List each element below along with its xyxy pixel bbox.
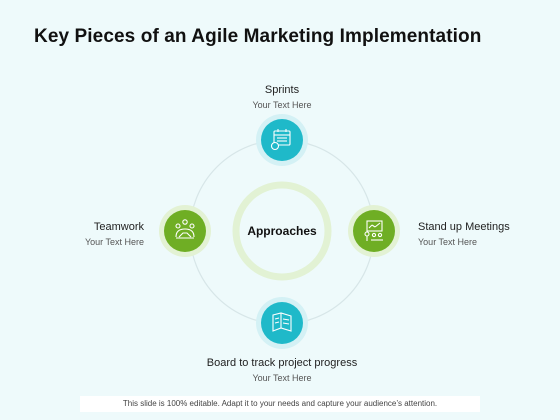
progress-board-icon — [272, 312, 292, 332]
presentation-meeting-icon — [364, 220, 383, 241]
stand-up-subtitle: Your Text Here — [418, 237, 478, 247]
team-handshake-icon — [175, 219, 195, 239]
sprints-subtitle: Your Text Here — [252, 100, 312, 110]
label-stand-up-meetings: Stand up Meetings Your Text Here — [418, 221, 510, 247]
node-teamwork[interactable] — [159, 205, 211, 257]
calendar-gear-icon — [270, 129, 291, 151]
node-board-progress[interactable] — [256, 297, 308, 349]
board-title: Board to track project progress — [206, 357, 358, 369]
label-teamwork: Teamwork Your Text Here — [60, 221, 144, 247]
node-sprints[interactable] — [256, 114, 308, 166]
node-stand-up-meetings[interactable] — [348, 205, 400, 257]
stand-up-title: Stand up Meetings — [418, 221, 510, 233]
label-sprints: Sprints Your Text Here — [232, 84, 332, 110]
teamwork-subtitle: Your Text Here — [84, 237, 144, 247]
teamwork-title: Teamwork — [93, 221, 144, 233]
footer-note: This slide is 100% editable. Adapt it to… — [80, 396, 480, 412]
sprints-title: Sprints — [264, 84, 300, 96]
center-ring — [232, 181, 332, 281]
slide-title: Key Pieces of an Agile Marketing Impleme… — [34, 26, 482, 47]
label-board-progress: Board to track project progress Your Tex… — [182, 357, 382, 383]
board-subtitle: Your Text Here — [252, 373, 312, 383]
center-label: Approaches — [247, 224, 317, 238]
